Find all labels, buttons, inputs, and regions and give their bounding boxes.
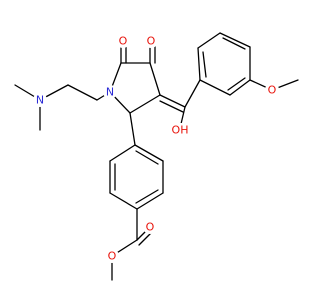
atom-n-ring: N: [103, 85, 117, 99]
bond: [159, 94, 186, 108]
atom-label: N: [106, 86, 114, 99]
bond: [149, 62, 161, 96]
atom-o-ketone-ring: O: [116, 34, 130, 48]
atom-label: O: [119, 35, 128, 48]
atom-labels: N N O O OH O O O: [33, 34, 279, 263]
bond: [229, 79, 251, 96]
bond: [109, 144, 136, 162]
bond: [197, 32, 221, 49]
atom-label: O: [147, 35, 156, 48]
atom-label: O: [146, 221, 155, 234]
bond: [227, 77, 246, 91]
bond: [129, 94, 161, 114]
bond: [199, 79, 231, 96]
atom-o-ester-carbonyl: O: [143, 220, 157, 234]
bond: [197, 47, 201, 81]
molecule-diagram: N N O O OH O O O: [14, 32, 299, 281]
bond: [202, 51, 207, 78]
bond: [184, 79, 201, 108]
bond: [222, 37, 246, 50]
bond: [129, 112, 136, 146]
atom-label: N: [36, 94, 44, 107]
atom-o-methoxy: O: [265, 83, 279, 97]
bond: [159, 100, 184, 113]
atom-o-hydroxy: OH: [169, 123, 191, 137]
bonds: [14, 32, 299, 281]
atom-n-dimethylamine: N: [33, 93, 47, 107]
bond: [135, 150, 159, 165]
atom-o-ketone-c4: O: [144, 34, 158, 48]
atom-o-ester: O: [105, 249, 119, 263]
bond: [138, 231, 153, 246]
atom-label: O: [268, 84, 277, 97]
atom-label: OH: [172, 124, 189, 137]
bond: [136, 192, 164, 210]
bond: [219, 32, 251, 48]
bond: [134, 144, 164, 162]
bond: [67, 84, 98, 101]
bond: [180, 106, 186, 125]
bond: [109, 192, 138, 210]
structure-svg: N N O O OH O O O: [14, 32, 299, 281]
bond: [135, 189, 159, 204]
atom-label: O: [108, 250, 117, 263]
